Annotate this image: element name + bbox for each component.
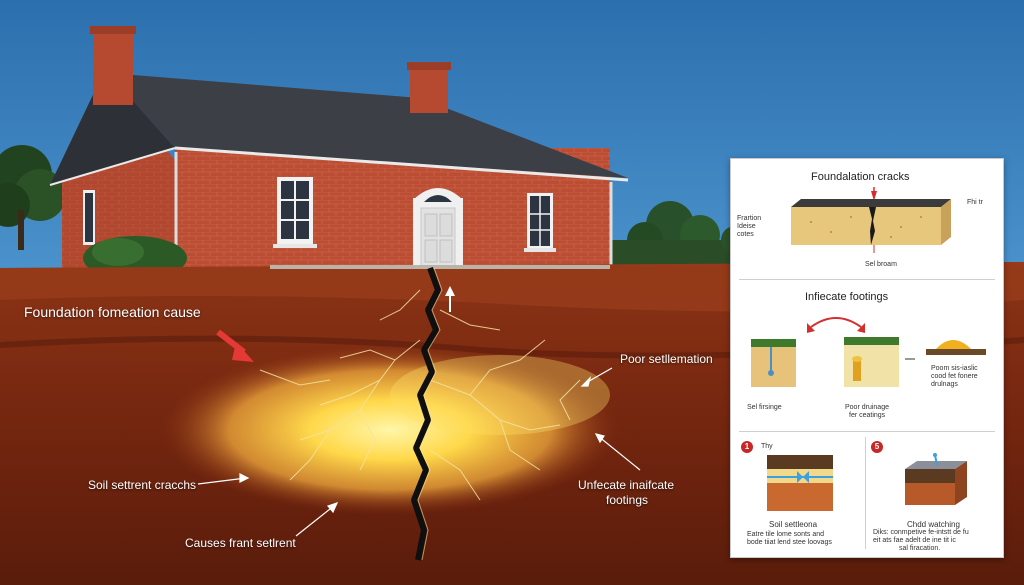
label-soil-cracks: Soil settrent cracchs xyxy=(88,478,197,492)
window-side xyxy=(83,190,95,245)
note-left-1: Frartion xyxy=(737,215,762,222)
label-footing-mid-2: fer ceatings xyxy=(849,412,886,419)
hairline-cracks xyxy=(259,289,581,501)
label-foundation-cause: Foundation fomeation cause xyxy=(24,304,201,320)
note-bottom: Sel broam xyxy=(865,261,897,268)
panel-title-footings: Infiecate footings xyxy=(805,291,889,303)
title-watching: Chdd watching xyxy=(907,520,960,529)
red-pointer-arrow xyxy=(216,329,254,362)
label-footing-mid-1: Poor druinage xyxy=(845,404,889,411)
note-left-2: Ideise xyxy=(737,223,756,230)
desc-right-3: sal firacation. xyxy=(899,545,941,552)
watching-diagram xyxy=(905,453,967,505)
label-footing-left: Sel firsinge xyxy=(747,404,782,411)
column-divider xyxy=(865,437,866,549)
up-arrow xyxy=(445,286,455,312)
soil-layers-diagram xyxy=(767,455,833,511)
info-panel: Foundalation cracks Frartion Ideise cote… xyxy=(730,158,1004,558)
number-badge-1: 1 xyxy=(741,441,753,453)
panel-title-foundation-cracks: Foundalation cracks xyxy=(811,171,910,183)
desc-left-2: bode tiiat lend stee loovags xyxy=(747,539,832,546)
chimney-left xyxy=(93,30,133,105)
pointer-lines xyxy=(197,367,641,537)
desc-right-1: Diks: conmpetive fe-intstt de fu xyxy=(873,529,969,536)
note-right: Fhi tr xyxy=(967,199,983,206)
label-footing-right-1: Poom sis-iaslic xyxy=(931,365,978,372)
note-left-3: cotes xyxy=(737,231,754,238)
settlement-glow xyxy=(160,345,620,515)
desc-right-2: eit ats fae adelt de ine tit ic xyxy=(873,537,956,544)
crack-diagram xyxy=(791,187,951,253)
label-unfecated-line2: footings xyxy=(606,493,649,507)
number-badge-5: 5 xyxy=(871,441,883,453)
divider-2 xyxy=(739,431,995,432)
label-footing-right-3: drulnags xyxy=(931,381,958,388)
desc-left-1: Eatre tile lome sonts and xyxy=(747,531,825,538)
label-footing-right-2: cood fet fonere xyxy=(931,373,978,380)
footings-diagram xyxy=(751,317,986,387)
front-door xyxy=(413,188,463,268)
label-unfecated-line1: Unfecate inaifcate xyxy=(578,478,675,492)
label-poor-settlement: Poor setllemation xyxy=(620,352,713,366)
window-right xyxy=(524,193,556,252)
label-causes-settlement: Causes frant setlrent xyxy=(185,536,296,550)
title-soil-settlement: Soil settleona xyxy=(769,520,818,529)
chimney-right xyxy=(410,65,448,113)
main-crack xyxy=(411,266,441,561)
window-left xyxy=(273,177,317,248)
divider-1 xyxy=(739,279,995,280)
tag-left: Thy xyxy=(761,443,773,450)
